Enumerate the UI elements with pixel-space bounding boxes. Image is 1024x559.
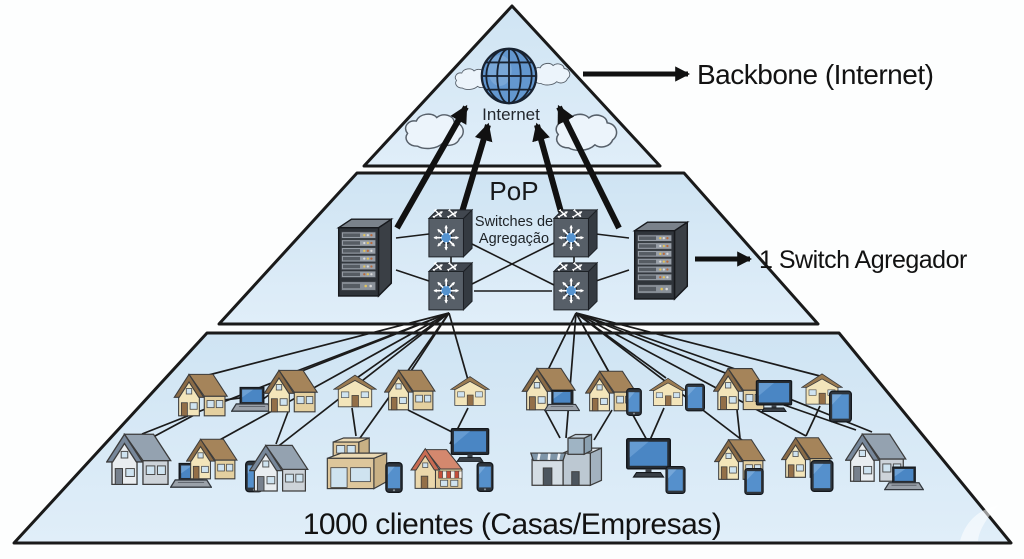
aggregation-switch-icon xyxy=(429,210,472,257)
access-link xyxy=(575,312,873,433)
access-link xyxy=(565,312,577,439)
tablet-icon xyxy=(665,466,686,494)
uplink-arrow xyxy=(556,104,622,230)
access-link xyxy=(448,312,469,381)
aggregation-switch-icon xyxy=(554,210,597,257)
clients-label: 1000 clientes (Casas/Empresas) xyxy=(303,508,722,541)
access-link xyxy=(154,413,197,437)
mesh-link xyxy=(469,242,555,286)
access-link xyxy=(353,312,450,381)
access-link xyxy=(736,409,741,439)
access-link xyxy=(223,397,241,401)
uplink-arrow xyxy=(459,122,493,213)
callout-arrows xyxy=(583,66,752,267)
uplink-arrow xyxy=(532,122,564,213)
phone-icon xyxy=(385,462,403,493)
internet-label: Internet xyxy=(482,105,540,124)
access-link xyxy=(649,407,665,441)
aggregation-switches-label-line2: Agregação xyxy=(479,231,549,247)
access-link xyxy=(275,411,289,445)
tablet-icon xyxy=(743,468,765,495)
access-link xyxy=(575,312,821,377)
access-link xyxy=(546,312,577,373)
aggregation-switch-icon xyxy=(429,263,472,310)
uplink-arrow xyxy=(394,104,469,230)
phone-icon xyxy=(626,388,642,416)
server-rack-icon xyxy=(337,218,393,297)
mesh-link xyxy=(395,233,430,239)
access-link xyxy=(575,312,743,441)
aggregator-label: 1 Switch Agregador xyxy=(759,246,967,274)
access-link xyxy=(196,312,450,379)
pop-mesh-links xyxy=(395,233,630,292)
tablet-icon xyxy=(829,390,852,423)
backbone-label: Backbone (Internet) xyxy=(697,59,933,90)
mesh-link xyxy=(595,269,630,282)
mesh-link xyxy=(395,269,430,282)
tablet-icon xyxy=(810,460,834,492)
aggregation-switch-icon xyxy=(554,263,597,310)
watermark xyxy=(960,505,999,541)
access-link xyxy=(593,409,613,441)
access-link xyxy=(575,312,807,437)
access-link xyxy=(544,409,561,439)
access-link xyxy=(575,312,739,371)
server-rack-icon xyxy=(633,221,689,300)
mesh-link xyxy=(595,233,630,239)
access-link xyxy=(215,312,450,443)
access-link xyxy=(407,409,453,433)
uplink-arrows xyxy=(394,104,622,230)
pop-label: PoP xyxy=(489,176,538,206)
tablet-icon xyxy=(685,383,705,412)
phone-icon xyxy=(476,462,494,492)
access-link xyxy=(351,407,357,437)
aggregation-switches-label-line1: Switches de xyxy=(475,214,553,230)
access-link xyxy=(805,405,821,437)
internet-globe-icon xyxy=(480,47,538,105)
